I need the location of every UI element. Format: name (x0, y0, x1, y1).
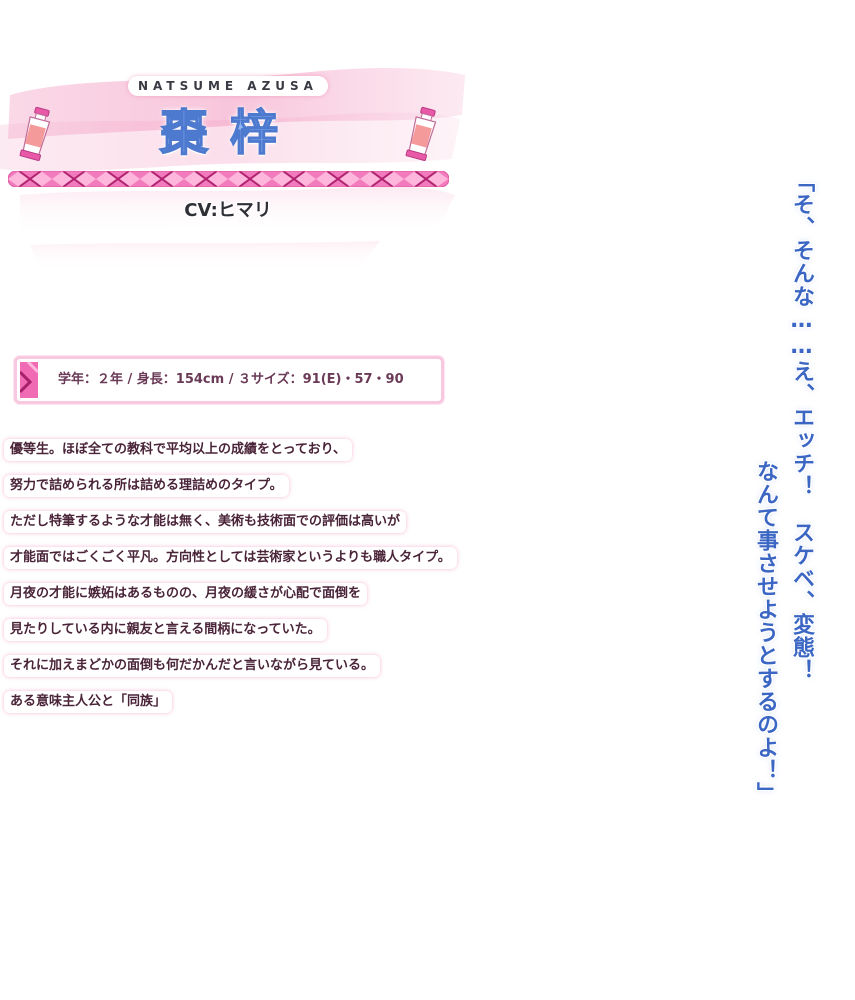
paint-tube-icon (19, 106, 51, 162)
paint-tube-icon (405, 106, 437, 162)
stats-text: 学年：２年 / 身長：154cm / ３サイズ：91(E)・57・90 (58, 372, 404, 387)
character-quote-line-2: なんて事させようとするのよ！」 (753, 460, 778, 805)
description-line: 才能面ではごくごく平凡。方向性としては芸術家というよりも職人タイプ。 (4, 541, 464, 577)
description-line: 努力で詰められる所は詰める理詰めのタイプ。 (4, 469, 464, 505)
description: 優等生。ほぼ全ての教科で平均以上の成績をとっており、 努力で詰められる所は詰める… (4, 433, 464, 721)
description-line: それに加えまどかの面倒も何だかんだと言いながら見ている。 (4, 649, 464, 685)
decorative-ribbon (8, 171, 449, 187)
description-line: 優等生。ほぼ全ての教科で平均以上の成績をとっており、 (4, 433, 464, 469)
character-name: 棗梓 (159, 104, 300, 162)
description-line: 月夜の才能に嫉妬はあるものの、月夜の緩さが心配で面倒を (4, 577, 464, 613)
character-quote-line-1: 「そ、そんな……え、エッチ！ スケベ、変態！ (789, 170, 814, 682)
description-line: 見たりしている内に親友と言える間柄になっていた。 (4, 613, 464, 649)
stripe-marker-icon (20, 362, 38, 398)
name-romaji: NATSUME AZUSA (128, 76, 328, 96)
voice-actor-label: CV:ヒマリ (184, 200, 272, 221)
description-line: ある意味主人公と「同族」 (4, 685, 464, 721)
stats-bar: 学年：２年 / 身長：154cm / ３サイズ：91(E)・57・90 (14, 356, 444, 404)
brush-stroke-background (0, 68, 465, 271)
description-line: ただし特筆するような才能は無く、美術も技術面での評価は高いが (4, 505, 464, 541)
